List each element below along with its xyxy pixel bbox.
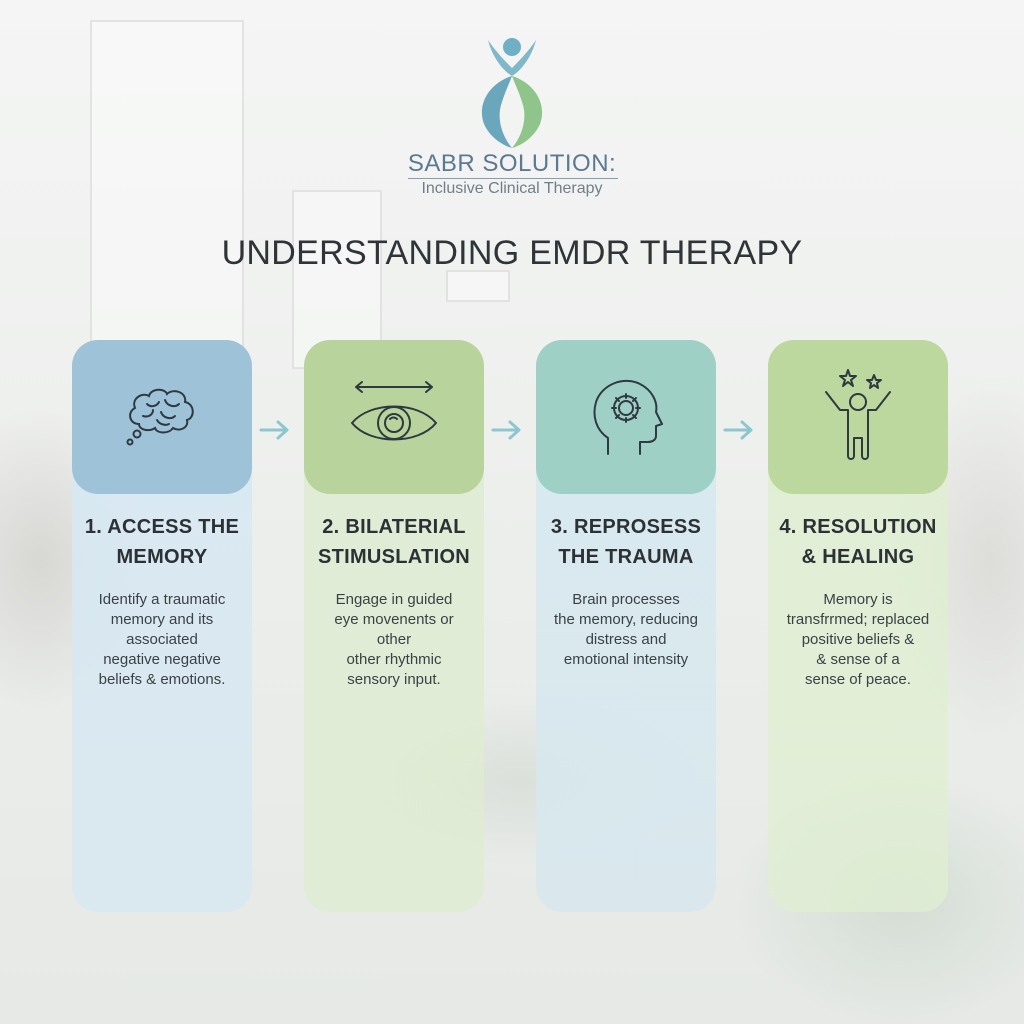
person-stars-icon (825, 369, 891, 460)
background-window (90, 20, 244, 354)
background-frame (446, 270, 510, 302)
step-icon-box (768, 340, 948, 494)
step-icon-box (536, 340, 716, 494)
logo-icon (481, 38, 543, 148)
step-description: Brain processes the memory, reducing dis… (554, 591, 698, 668)
arrow-right-icon (723, 420, 753, 440)
step-description: Engage in guided eye movenents or other … (334, 591, 454, 688)
brand-name: SABR SOLUTION: (407, 150, 617, 177)
step-description: Memory is transfrrmed; replaced positive… (786, 591, 930, 688)
head-gear-icon (593, 379, 663, 455)
arrow-right-icon (491, 420, 521, 440)
step-icon-box (72, 340, 252, 494)
brain-thought-icon (126, 388, 194, 446)
brand-divider (408, 178, 618, 179)
step-icon-box (304, 340, 484, 494)
step-title: 2. BILATERIAL STIMUSLATION (317, 516, 471, 568)
step-title: 4. RESOLUTION & HEALING (779, 516, 937, 568)
step-title: 1. ACCESS THE MEMORY (84, 516, 240, 568)
step-description: Identify a traumatic memory and its asso… (98, 591, 226, 688)
brand-tagline: Inclusive Clinical Therapy (421, 180, 603, 197)
arrow-right-icon (259, 420, 289, 440)
page-title: UNDERSTANDING EMDR THERAPY (221, 234, 803, 272)
step-card-4: 4. RESOLUTION & HEALING Memory is transf… (768, 340, 948, 912)
eye-arrows-icon (351, 381, 437, 441)
step-card-2: 2. BILATERIAL STIMUSLATION Engage in gui… (304, 340, 484, 912)
step-card-1: 1. ACCESS THE MEMORY Identify a traumati… (72, 340, 252, 912)
step-card-3: 3. REPROSESS THE TRAUMA Brain processes … (536, 340, 716, 912)
step-title: 3. REPROSESS THE TRAUMA (550, 516, 702, 568)
